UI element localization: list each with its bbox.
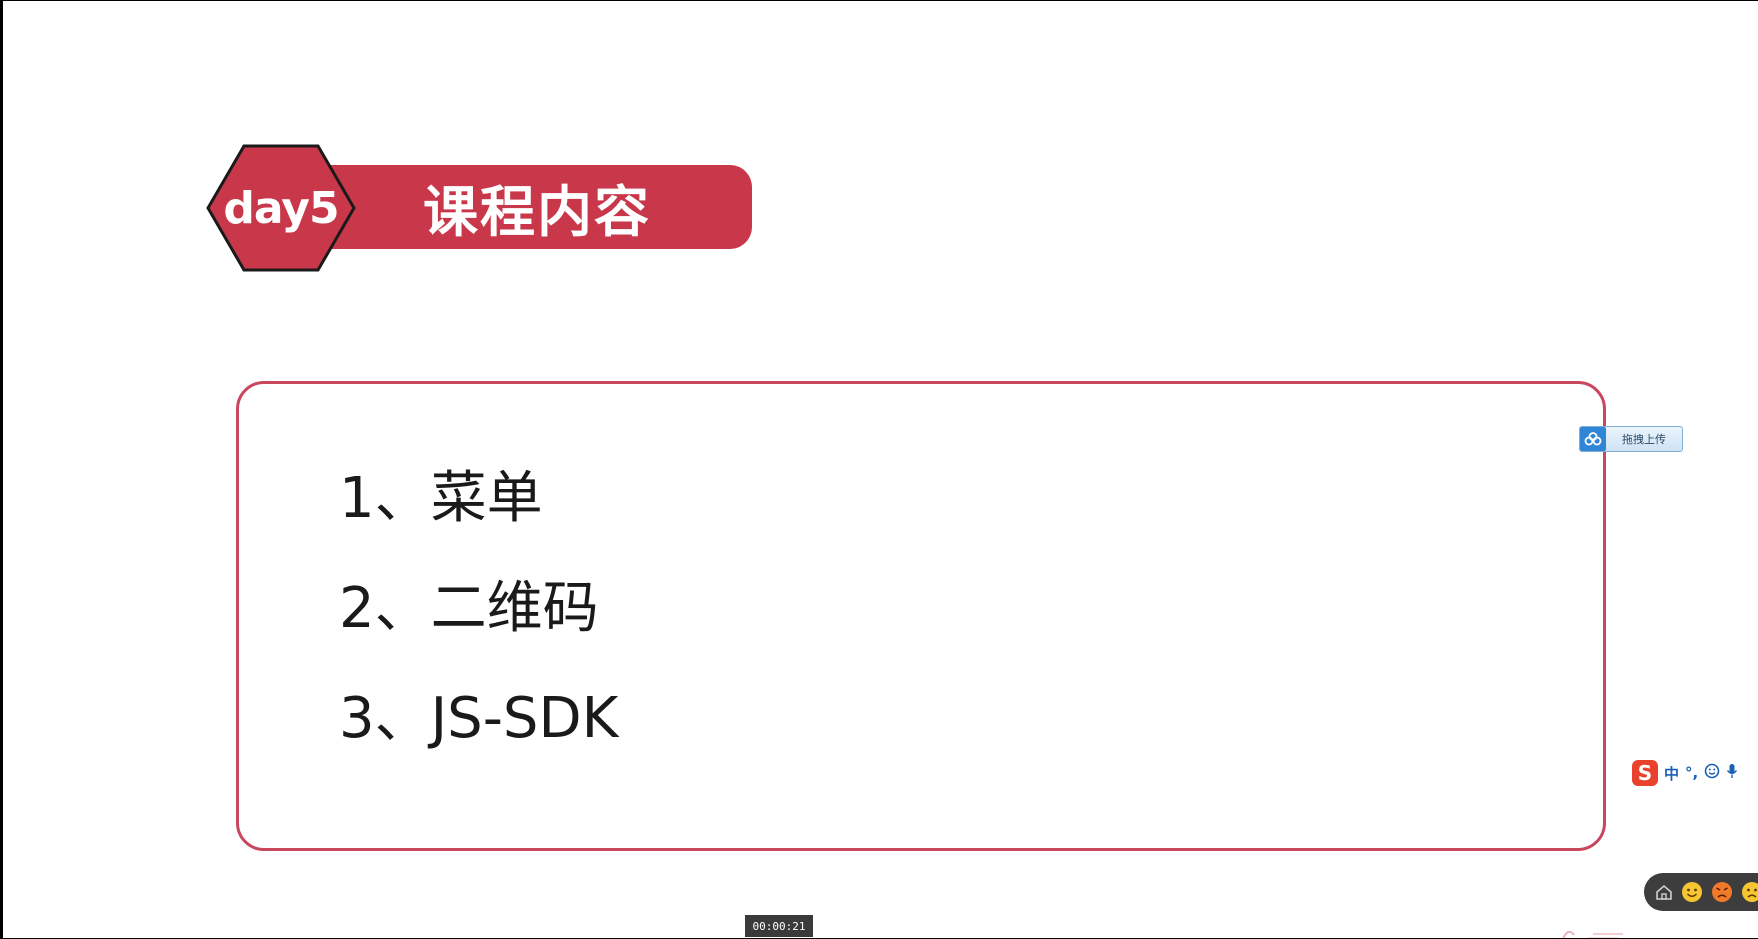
angry-emoji-icon[interactable] xyxy=(1710,880,1734,904)
smile-emoji-icon[interactable] xyxy=(1680,880,1704,904)
sad-emoji-icon[interactable] xyxy=(1740,880,1758,904)
list-item: 1、菜单 xyxy=(339,466,543,531)
content-box: 1、菜单 2、二维码 3、JS-SDK xyxy=(236,381,1606,851)
ime-mode-toggle[interactable]: 中 xyxy=(1664,764,1680,783)
title-bar: 课程内容 xyxy=(326,165,752,249)
ime-punctuation-toggle[interactable]: °, xyxy=(1685,764,1699,782)
title-banner: 课程内容 day5 xyxy=(206,144,946,274)
upload-label: 拖拽上传 xyxy=(1622,433,1666,446)
reaction-toolbar xyxy=(1644,873,1758,911)
microphone-icon[interactable] xyxy=(1726,763,1738,783)
ime-toolbar[interactable]: S 中 °, xyxy=(1632,759,1758,787)
day-badge-label: day5 xyxy=(223,182,339,234)
corner-decoration xyxy=(1558,913,1628,938)
day-badge-hexagon xyxy=(206,144,356,272)
slide-canvas: 课程内容 day5 1、菜单 2、二维码 3、JS-SDK 拖拽上传 S xyxy=(3,1,1758,938)
smiley-icon[interactable] xyxy=(1704,763,1720,783)
list-item: 2、二维码 xyxy=(339,576,599,641)
baidu-cloud-icon xyxy=(1580,427,1606,451)
slide-title: 课程内容 xyxy=(423,180,652,244)
sogou-logo-icon[interactable]: S xyxy=(1632,760,1658,786)
drag-upload-button[interactable]: 拖拽上传 xyxy=(1579,426,1683,452)
playback-timestamp: 00:00:21 xyxy=(745,915,813,937)
home-icon[interactable] xyxy=(1654,882,1674,902)
content-list: 1、菜单 2、二维码 3、JS-SDK xyxy=(339,444,618,774)
list-item: 3、JS-SDK xyxy=(339,686,619,751)
